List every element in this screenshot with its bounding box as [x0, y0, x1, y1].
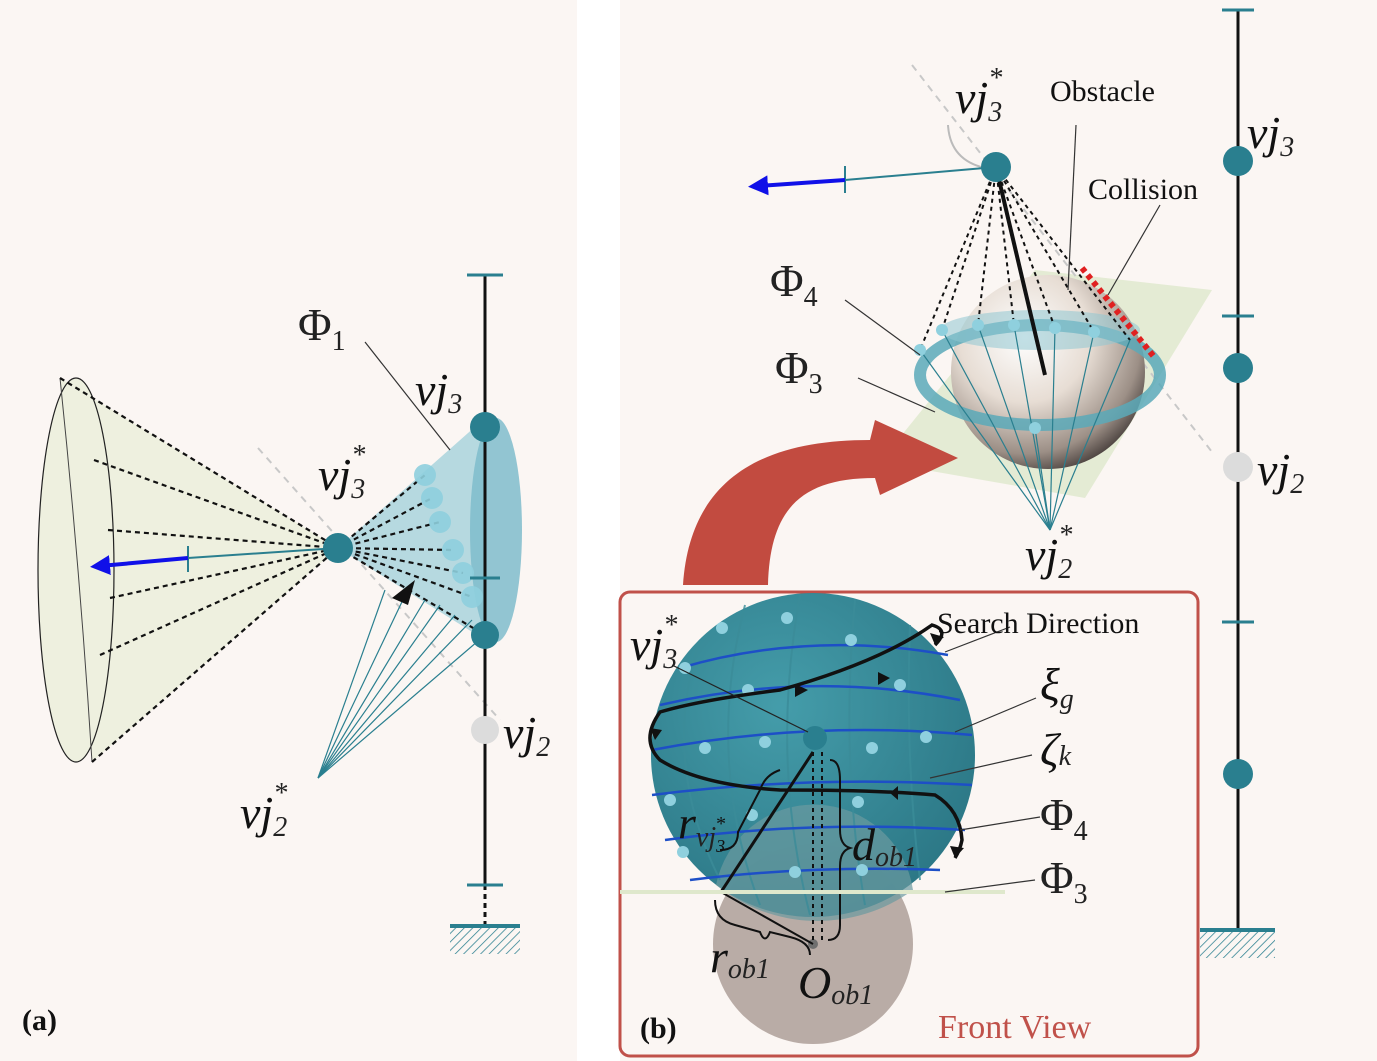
fan-vj2-star-a: [317, 584, 486, 779]
phi3-leader-b: [857, 377, 936, 413]
collision-leader: [1107, 204, 1161, 296]
obstacle-leader: [1067, 124, 1077, 291]
vj3-label-a: vj3: [415, 364, 462, 420]
sphere-sample-points: [664, 612, 932, 878]
d-ob-brace: [827, 759, 854, 941]
xi-g-label: ξg: [1040, 659, 1074, 715]
vj3-star-label-front: vj3*: [630, 610, 677, 675]
link-a: [450, 273, 520, 954]
cone-phi1: [337, 418, 522, 642]
joint-vj3-b: [1223, 146, 1253, 176]
joint-vj2-a: [471, 716, 499, 744]
vj3-label-b: vj3: [1247, 107, 1294, 163]
r-vj-label: rvj3*: [678, 797, 725, 856]
sphere-center-vj3-star: [803, 726, 827, 750]
r-vj-brace: [719, 769, 781, 851]
r-ob-label: rob1: [710, 931, 770, 985]
phi1-leader: [364, 341, 451, 451]
vj3-star-leader: [671, 664, 809, 733]
axis-to-center: [994, 166, 1047, 376]
joint-low-a: [471, 621, 499, 649]
obstacle-label: Obstacle: [1050, 75, 1155, 108]
phi3-label-b: Φ3: [775, 342, 823, 400]
phi3-leader-front: [944, 879, 1036, 893]
panel-b-tag: (b): [640, 1012, 677, 1045]
phi1-label: Φ1: [298, 299, 346, 357]
front-view-title: Front View: [938, 1009, 1092, 1046]
collision-mark: [1079, 266, 1158, 360]
r-vj-line: [719, 751, 815, 893]
joint-mid-b: [1223, 353, 1253, 383]
phi4-label-b: Φ4: [770, 255, 818, 313]
r-ob-line: [720, 891, 814, 945]
xi-leader: [954, 697, 1037, 733]
panel-a: Φ1 vj3 vj3* vj2 vj2* (a): [0, 0, 577, 1061]
latitude-lines: [651, 643, 973, 882]
angle-arc: [947, 124, 986, 169]
panel-b: Obstacle Collision vj3* vj3 vj2 Φ4 Φ3 vj…: [618, 0, 1377, 1061]
joint-vj3-a: [470, 412, 500, 442]
search-dir-leader: [944, 626, 1011, 653]
search-direction-label: Search Direction: [937, 607, 1139, 640]
d-ob-label: dob1: [852, 819, 917, 873]
joint-vj3-star-a: [323, 533, 353, 563]
joint-vj3-star-b: [981, 152, 1011, 182]
collision-label: Collision: [1088, 173, 1198, 206]
dotted-rays-b: [919, 166, 1131, 351]
blue-direction-arrow-b: [748, 166, 997, 196]
joint-low-b: [1223, 759, 1253, 789]
fan-vj2-star-b: [919, 324, 1131, 531]
search-direction-arrows: [650, 633, 964, 858]
phi4-leader-b: [844, 299, 921, 356]
search-ring-phi4-upper: [940, 310, 1140, 350]
link-b: [1200, 8, 1275, 958]
guide-line-a: [257, 447, 501, 721]
phi4-label-front: Φ4: [1040, 789, 1088, 847]
front-view-inset: Search Direction vj3* ξg ζk Φ4 Φ3 rvj3* …: [618, 590, 1200, 1058]
phi3-label-front: Φ3: [1040, 852, 1088, 910]
vj3-star-label-a: vj3*: [318, 440, 365, 505]
vj3-star-label-b: vj3*: [955, 63, 1002, 128]
cone-phi2: [37, 377, 339, 763]
vj2-label-b: vj2: [1257, 444, 1304, 500]
zeta-k-label: ζk: [1040, 724, 1072, 775]
r-ob-brace: [714, 899, 811, 956]
vj2-star-label-b: vj2*: [1025, 520, 1072, 585]
phi4-leader-front: [959, 816, 1041, 831]
zeta-leader: [929, 754, 1033, 779]
zoom-arrow: [683, 420, 958, 585]
blue-direction-arrow-a: [90, 546, 339, 576]
search-direction-path: [648, 623, 964, 859]
vj2-label-a: vj2: [503, 707, 550, 763]
joint-vj2-b: [1223, 452, 1253, 482]
panel-a-tag: (a): [22, 1004, 57, 1037]
o-ob-label: Oob1: [798, 957, 873, 1011]
rotation-arrow-a: [392, 580, 415, 605]
vj2-star-label-a: vj2*: [240, 778, 287, 843]
